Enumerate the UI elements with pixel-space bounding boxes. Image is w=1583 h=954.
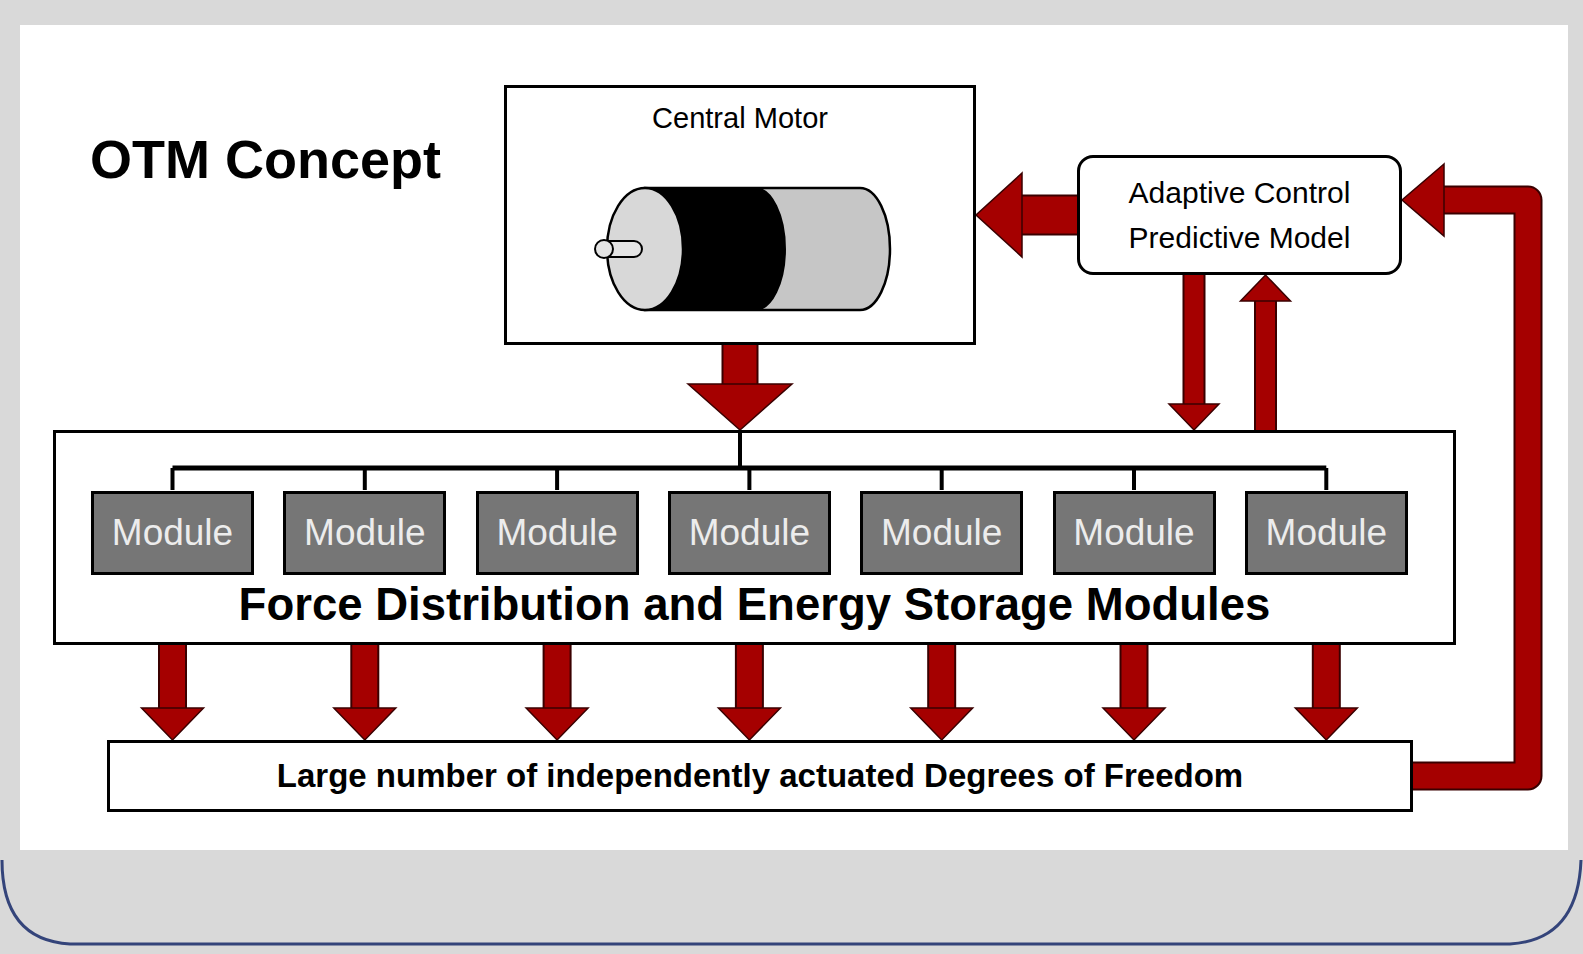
module-box: Module — [283, 491, 446, 575]
flow-arrow — [976, 173, 1077, 257]
diagram-title: OTM Concept — [90, 128, 441, 190]
box-label: Central Motor — [507, 88, 973, 135]
box-label: Large number of independently actuated D… — [277, 757, 1243, 795]
process-box: Central Motor — [504, 85, 976, 345]
process-box: Adaptive Control Predictive Model — [1077, 155, 1402, 275]
module-box: Module — [1245, 491, 1408, 575]
flow-arrow — [1241, 275, 1291, 430]
module-label: Module — [1266, 512, 1387, 554]
module-label: Module — [881, 512, 1002, 554]
module-box: Module — [91, 491, 254, 575]
module-label: Module — [1073, 512, 1194, 554]
module-label: Module — [496, 512, 617, 554]
flow-arrow — [688, 345, 792, 430]
module-box: Module — [860, 491, 1023, 575]
module-box: Module — [1053, 491, 1216, 575]
module-label: Module — [689, 512, 810, 554]
module-label: Module — [112, 512, 233, 554]
box-label: Adaptive Control Predictive Model — [1092, 170, 1387, 260]
module-box: Module — [476, 491, 639, 575]
box-label: Force Distribution and Energy Storage Mo… — [56, 579, 1453, 631]
module-group-box: Force Distribution and Energy Storage Mo… — [53, 430, 1456, 645]
module-label: Module — [304, 512, 425, 554]
module-box: Module — [668, 491, 831, 575]
process-box: Large number of independently actuated D… — [107, 740, 1413, 812]
flow-arrow — [1169, 275, 1219, 430]
